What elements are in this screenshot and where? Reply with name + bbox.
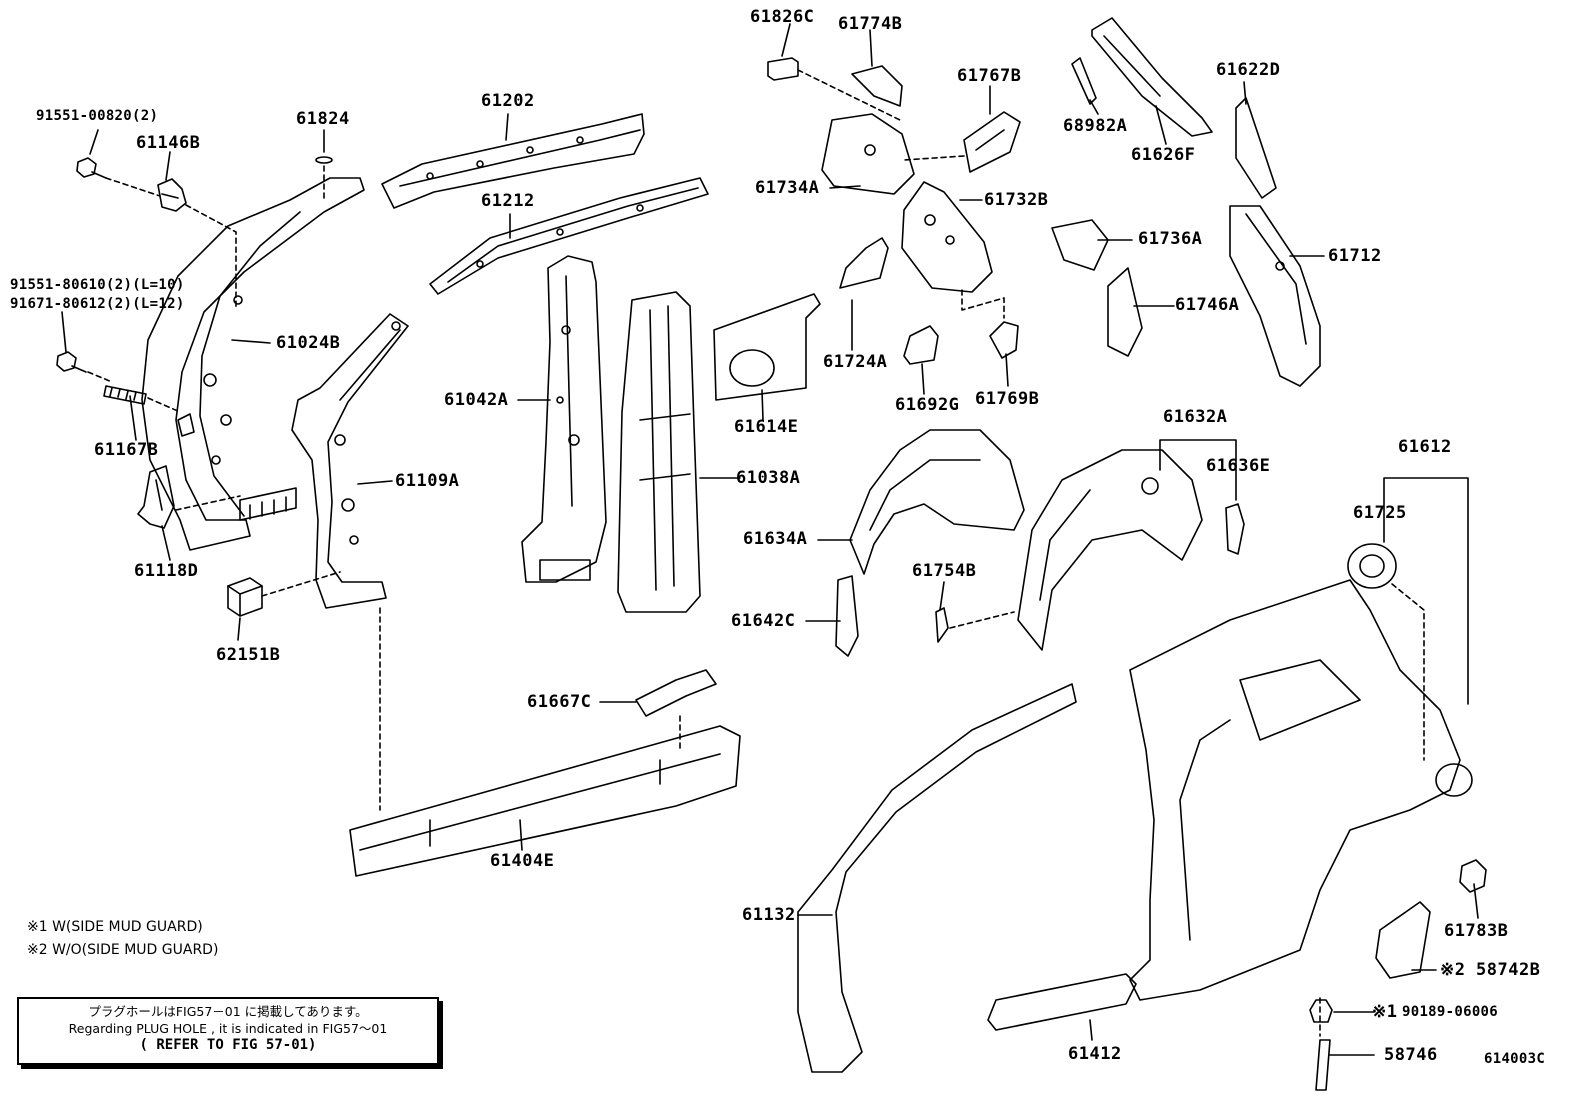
reference-line-fig: ( REFER TO FIG 57-01) [139,1037,317,1053]
label-61824: 61824 [296,109,350,129]
label-61202: 61202 [481,91,535,111]
note-with-mud-guard: ※1 W(SIDE MUD GUARD) [27,919,203,935]
strip-58746 [1315,1039,1331,1091]
label-61404E: 61404E [490,851,555,871]
label-61109A: 61109A [395,471,460,491]
rocker-panel-61404E [349,725,741,877]
label-61769B: 61769B [975,389,1040,409]
wheelhouse-61634A [849,429,1025,575]
label-61614E: 61614E [734,417,799,437]
mark-2: ※2 [1440,960,1466,980]
bracket-61736A [1051,219,1109,271]
label-62151B: 62151B [216,645,281,665]
reference-line-jp: プラグホールはFIG57－01 に掲載してあります。 [88,1004,368,1019]
label-61038A: 61038A [736,468,801,488]
label-61754B: 61754B [912,561,977,581]
label-61692G: 61692G [895,395,960,415]
label-61612: 61612 [1398,437,1452,457]
wheelhouse-61632A [1017,449,1203,651]
block-61783B [1459,859,1487,893]
label-61734A: 61734A [755,178,820,198]
label-61412: 61412 [1068,1044,1122,1064]
reference-box: プラグホールはFIG57－01 に掲載してあります。 Regarding PLU… [17,997,439,1065]
label-58746: 58746 [1384,1045,1438,1065]
label-61725: 61725 [1353,503,1407,523]
mark-1: ※1 [1372,1002,1398,1022]
panel-61626F [1091,17,1213,137]
body-side-panel-61132 [797,579,1473,1073]
bracket-61636E [1225,503,1245,555]
panel-61734A [821,113,915,195]
clip-61167B [103,385,147,405]
label-61042A: 61042A [444,390,509,410]
label-61626F: 61626F [1131,145,1196,165]
reference-line-en: Regarding PLUG HOLE , it is indicated in… [68,1021,388,1036]
label-61212: 61212 [481,191,535,211]
label-61774B: 61774B [838,14,903,34]
label-61118D: 61118D [134,561,199,581]
label-61024B: 61024B [276,333,341,353]
bracket-61724A [839,237,889,289]
panel-61614E [713,293,821,401]
label-61167B: 61167B [94,440,159,460]
panel-61712 [1229,205,1321,387]
roof-rail-61202 [381,113,645,209]
label-61736A: 61736A [1138,229,1203,249]
label-61826C: 61826C [750,7,815,27]
label-90189-06006: 90189-06006 [1402,1004,1499,1020]
figure-id: 614003C [1484,1051,1546,1067]
fuel-lid-61725 [1347,543,1397,589]
bolt-91551-00820 [76,157,107,179]
pad-61826C [767,57,799,81]
label-61642C: 61642C [731,611,796,631]
bracket-61767B [963,111,1021,173]
bracket-61769B [989,321,1019,359]
block-62151B [227,577,263,617]
reinforcement-61667C [635,669,717,717]
bracket-61692G [903,325,939,365]
label-61732B: 61732B [984,190,1049,210]
label-61746A: 61746A [1175,295,1240,315]
label-61622D: 61622D [1216,60,1281,80]
label-91671-80612: 91671-80612(2)(L=12) [10,296,185,312]
label-61632A: 61632A [1163,407,1228,427]
rocker-61412 [987,973,1137,1031]
label-61767B: 61767B [957,66,1022,86]
panel-61732B [901,181,993,293]
front-pillar-61024B [141,177,365,551]
bolt-91551-80610 [56,351,87,373]
note-without-mud-guard: ※2 W/O(SIDE MUD GUARD) [27,942,219,958]
pillar-61109A [291,313,409,609]
label-61636E: 61636E [1206,456,1271,476]
label-61712: 61712 [1328,246,1382,266]
bracket-61622D [1235,97,1277,199]
label-61783B: 61783B [1444,921,1509,941]
clip-61754B [935,607,949,643]
label-91551-00820: 91551-00820(2) [36,108,159,124]
clip-90189-06006 [1309,999,1333,1023]
plug-61824 [315,156,333,164]
brace-61642C [835,575,859,657]
pillar-61042A [521,255,607,583]
label-61146B: 61146B [136,133,201,153]
label-61634A: 61634A [743,529,808,549]
label-68982A: 68982A [1063,116,1128,136]
label-58742B: 58742B [1476,960,1541,980]
roof-rail-61212 [429,177,709,295]
strip-68982A [1071,57,1097,105]
pillar-61038A [617,291,701,613]
label-61132: 61132 [742,905,796,925]
bracket-61746A [1107,267,1143,357]
bracket-61774B [851,65,903,107]
label-61724A: 61724A [823,352,888,372]
label-61667C: 61667C [527,692,592,712]
mud-guard-58742B [1375,901,1431,979]
bracket-61146B [157,178,187,212]
bracket-61118D [137,465,175,529]
label-91551-80610: 91551-80610(2)(L=10) [10,277,185,293]
